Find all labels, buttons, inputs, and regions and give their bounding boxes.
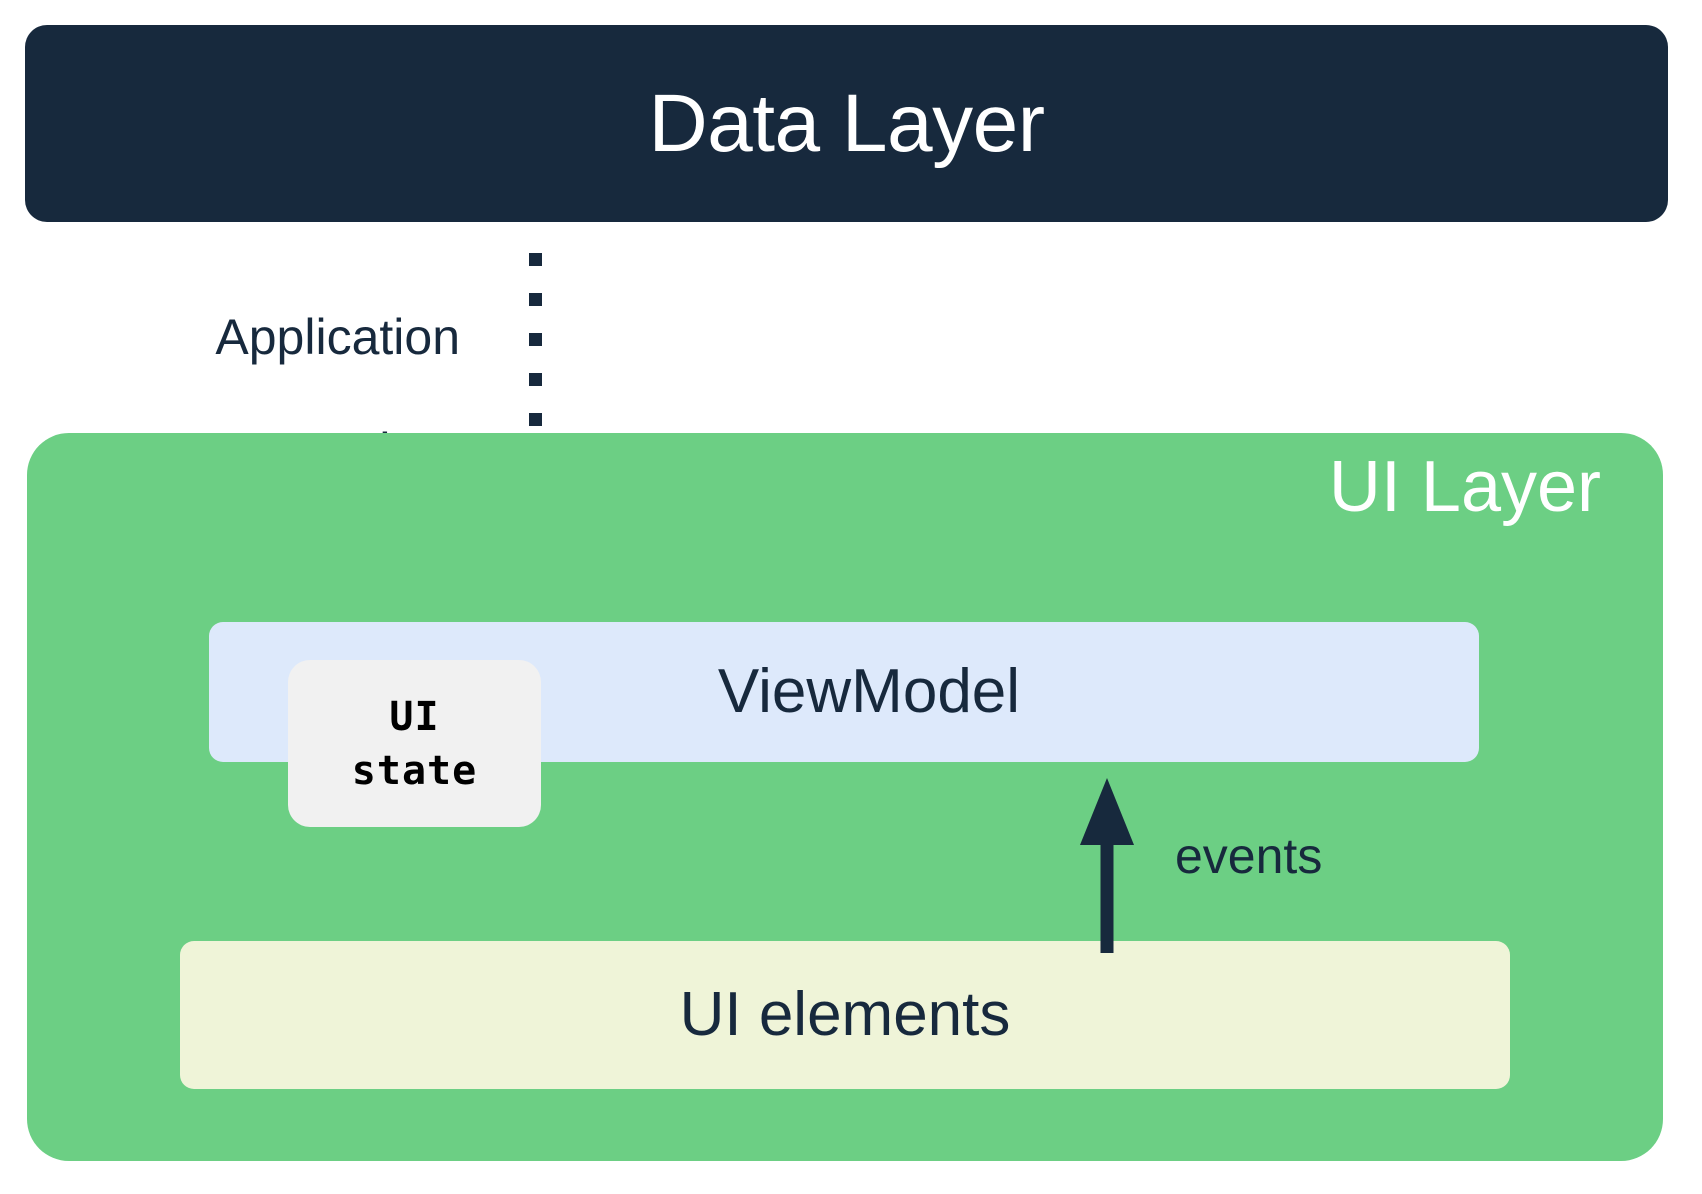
application-data-line-1: Application: [215, 309, 460, 365]
data-layer-box: Data Layer: [25, 25, 1668, 222]
events-label: events: [1175, 828, 1323, 884]
ui-elements-label: UI elements: [679, 980, 1011, 1049]
ui-layer-box: UI Layer ViewModel UI state events UI el…: [27, 433, 1663, 1161]
ui-layer-title: UI Layer: [1328, 447, 1601, 527]
ui-elements-box: UI elements: [180, 941, 1510, 1089]
events-up-arrow-icon: [1080, 778, 1134, 953]
data-layer-title: Data Layer: [648, 77, 1045, 169]
viewmodel-label: ViewModel: [717, 657, 1021, 726]
ui-state-line-2: state: [351, 747, 478, 794]
ui-state-chip: UI state: [288, 660, 541, 827]
ui-state-line-1: UI: [389, 693, 440, 740]
